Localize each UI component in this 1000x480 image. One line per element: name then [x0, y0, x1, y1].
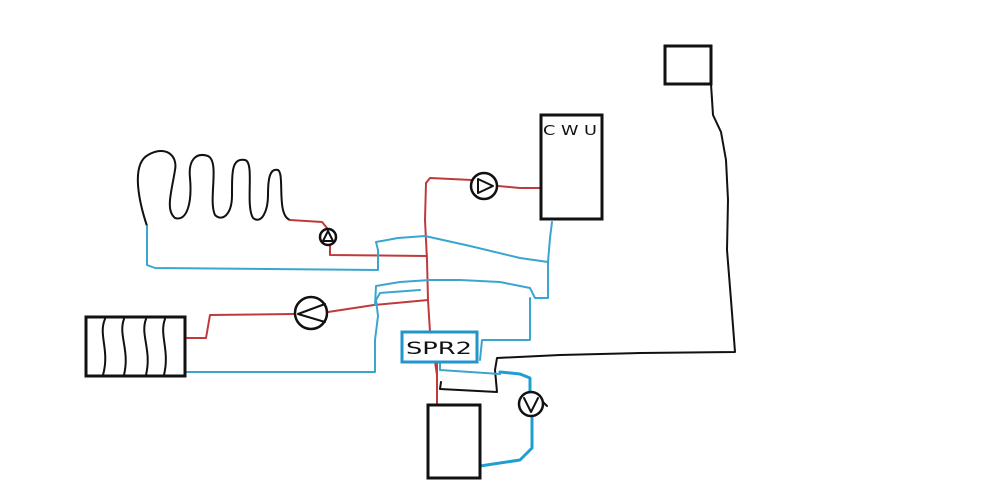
radiator-return-pipe	[186, 289, 421, 373]
cwu-return-pipe	[374, 261, 549, 306]
hot-water-tank-label: C W U	[543, 124, 597, 139]
hot-water-tank	[539, 113, 604, 221]
floor-heating-coil	[136, 150, 291, 227]
radiator	[84, 315, 187, 378]
controller-label: SPR2	[406, 339, 472, 359]
boiler-supply-stub	[434, 361, 438, 376]
cwu-supply-pipe	[425, 177, 546, 189]
thermostat-box	[663, 44, 713, 86]
boiler-pump-icon	[517, 390, 548, 418]
floor-heating-return-pipe	[146, 221, 553, 271]
cwu-pump-icon	[469, 171, 499, 201]
boiler-return-pipe	[478, 370, 534, 468]
floor-heating-supply-pipe	[289, 219, 428, 257]
center-return-pipe	[439, 297, 531, 375]
main-supply-riser	[424, 182, 438, 406]
floor-heating-pump-icon	[318, 227, 338, 247]
controller-box: SPR2	[400, 330, 479, 364]
boiler-box	[426, 403, 482, 480]
thermostat-control-wire	[439, 83, 736, 393]
radiator-pump-icon	[293, 295, 329, 331]
